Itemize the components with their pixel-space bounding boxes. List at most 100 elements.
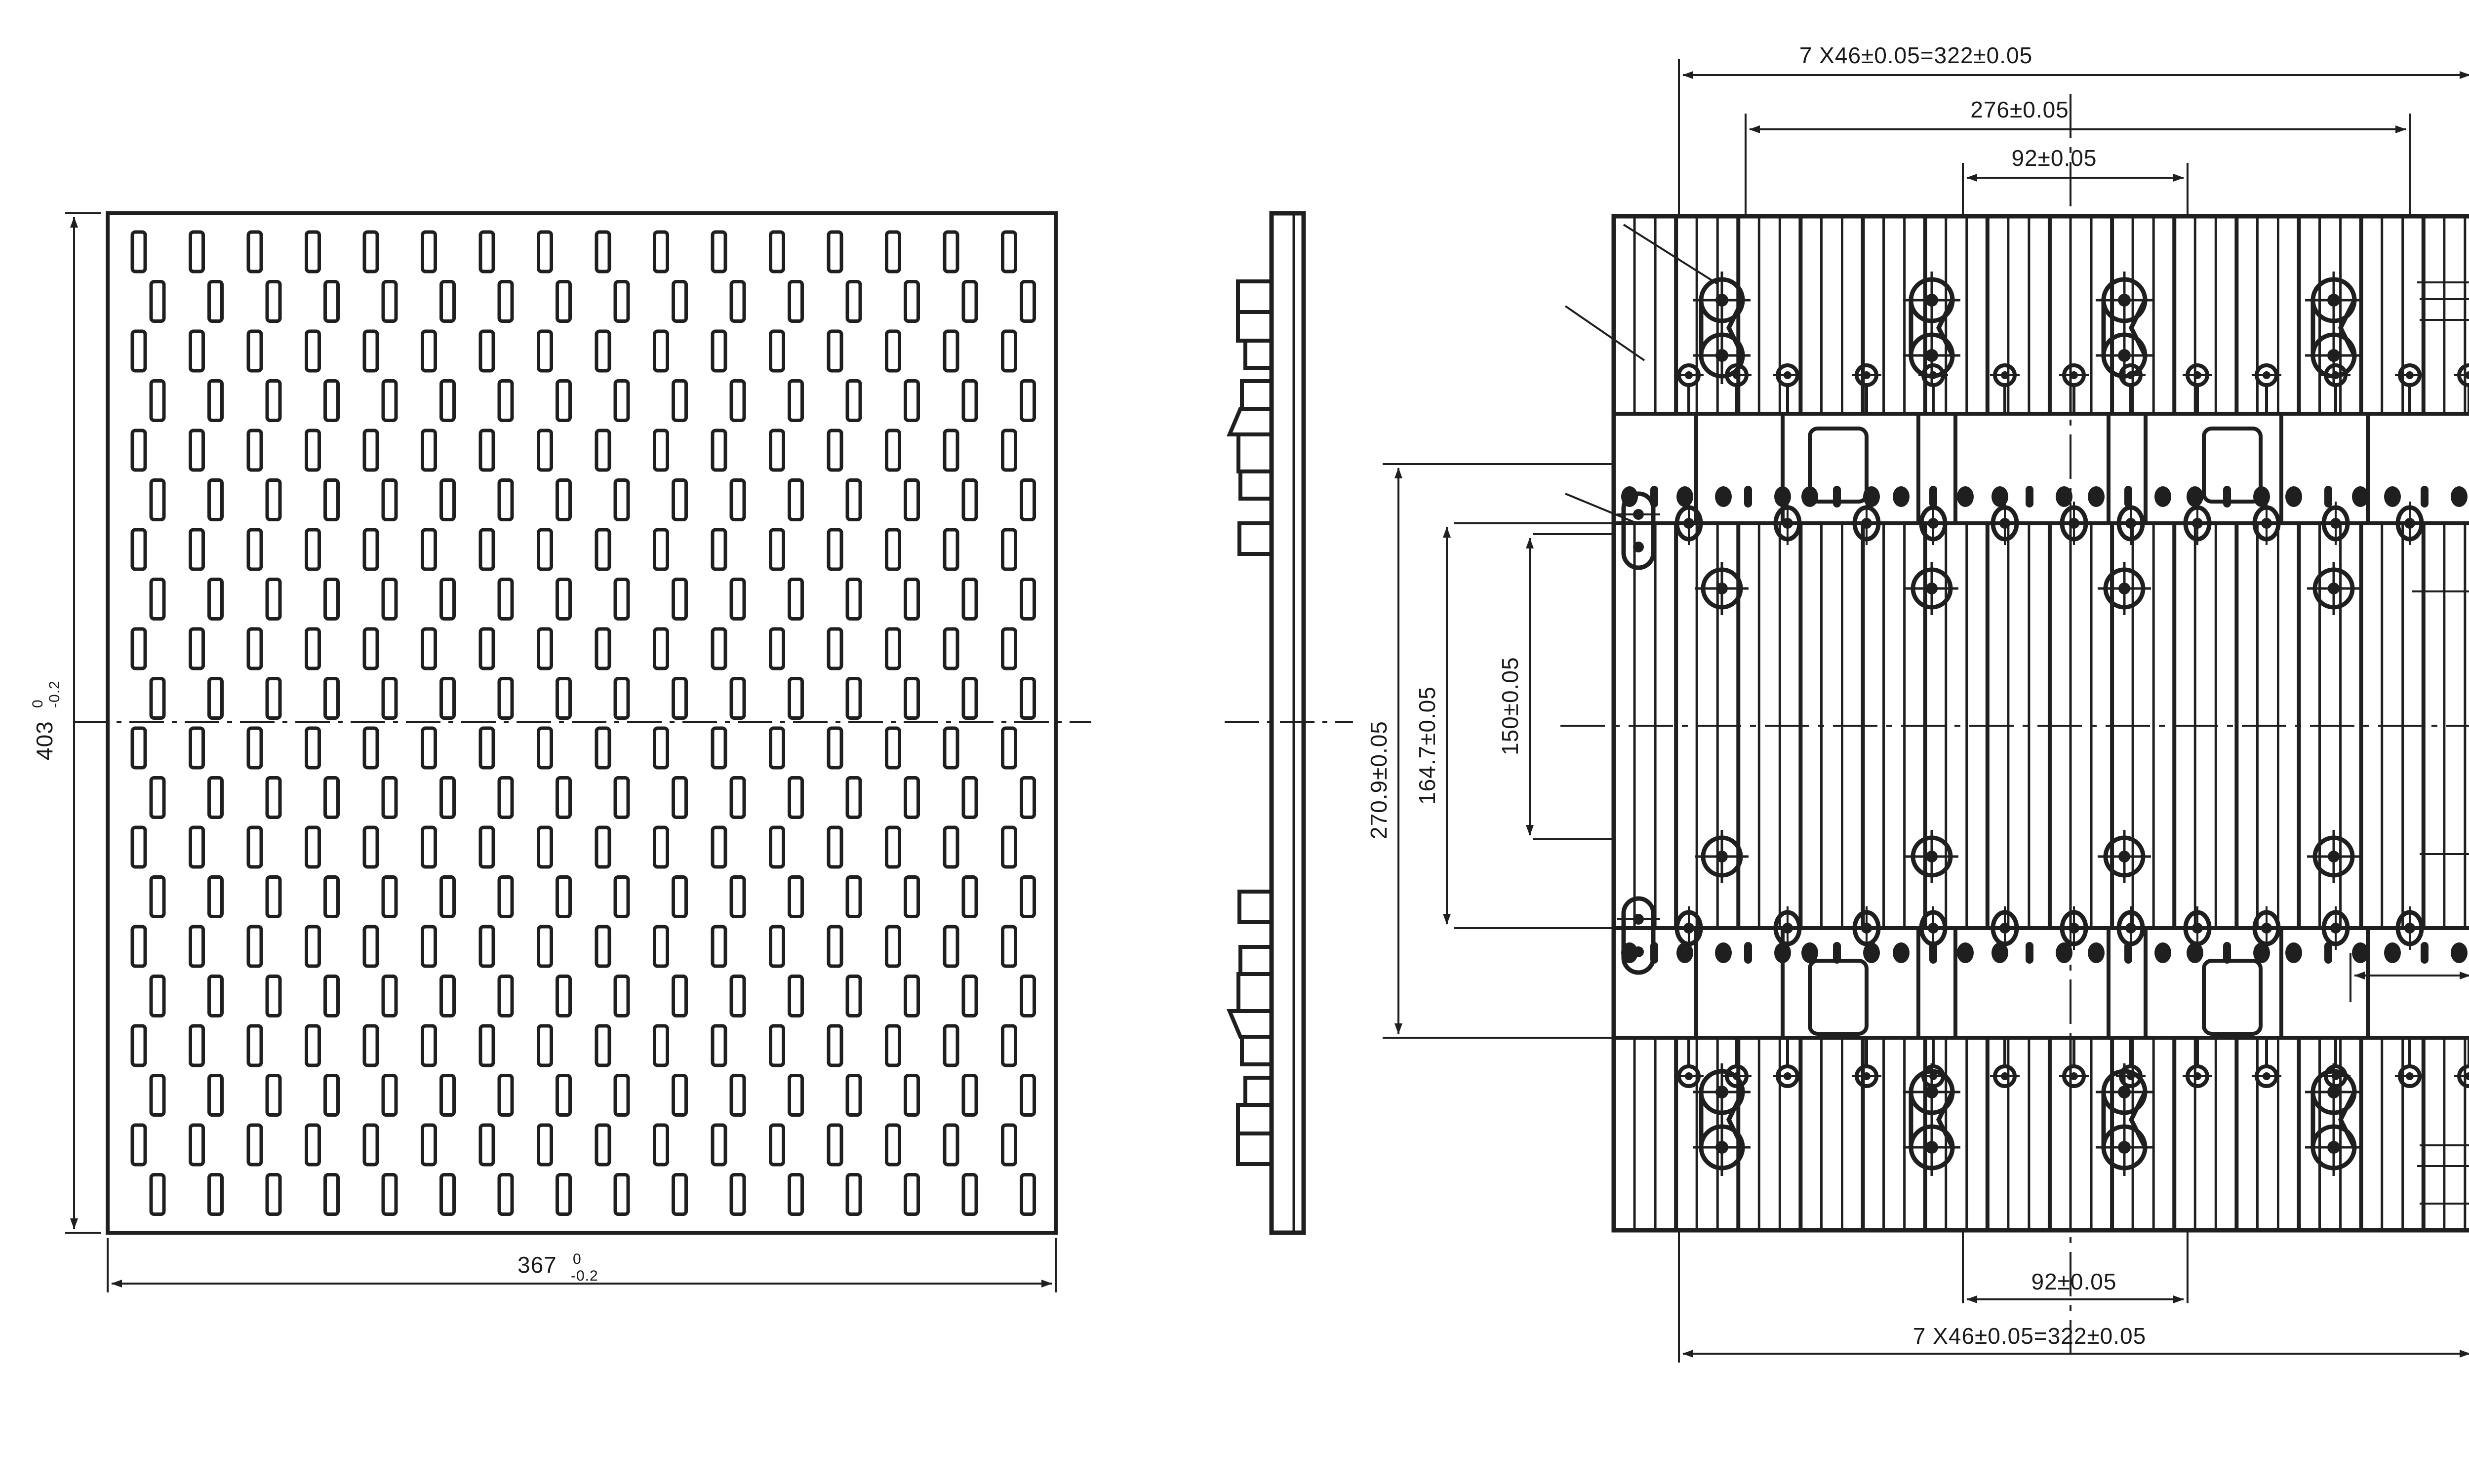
perforation-slot <box>130 230 147 273</box>
perforation-slot <box>729 776 746 819</box>
perforation-slot <box>711 627 727 670</box>
perforation-slot <box>556 975 572 1017</box>
stem-hole <box>2059 1038 2089 1088</box>
perforation-slot <box>189 1123 205 1167</box>
perforation-slot <box>961 677 978 720</box>
perforation-slot <box>439 1074 456 1117</box>
perforation-slot <box>1020 478 1036 521</box>
rear-bottom-dimensions <box>1678 1230 2469 1363</box>
perforation-slot <box>885 528 901 571</box>
perforation-slot <box>265 478 282 521</box>
perforation-slot <box>672 1173 688 1216</box>
perforation-slot <box>827 429 843 472</box>
band-slot <box>1929 942 1937 964</box>
perforation-slot <box>439 1173 456 1216</box>
perforation-slot <box>943 627 959 670</box>
band-hole <box>2384 942 2401 963</box>
perforation-slot <box>1020 975 1036 1017</box>
perforation-slot <box>537 925 553 968</box>
perforation-slot <box>323 975 340 1017</box>
perforation-slot <box>537 429 553 472</box>
perforation-slot <box>130 825 147 869</box>
perforation-slot <box>672 280 688 323</box>
perforation-slot <box>1001 726 1017 770</box>
perforation-slot <box>827 1024 843 1067</box>
crosshair-hole <box>1695 830 1749 883</box>
perforation-slot <box>421 925 437 968</box>
perforation-slot <box>711 429 727 472</box>
band-hole <box>2056 942 2072 963</box>
perforation-slot <box>265 280 282 323</box>
perforation-slot <box>595 726 611 770</box>
band-ring-hole <box>2180 906 2215 950</box>
perforation-slot <box>246 329 263 373</box>
perforation-slot <box>904 478 920 521</box>
perforation-slot <box>672 677 688 720</box>
rear-left-dimensions <box>1383 463 1615 1039</box>
perforation-slot <box>711 825 727 869</box>
perforation-slot <box>362 1123 379 1167</box>
band-hole <box>2352 942 2369 963</box>
band-slot <box>1744 486 1752 508</box>
perforation-slot <box>537 230 553 273</box>
band-ring-hole <box>1849 906 1884 950</box>
perforation-slot <box>246 230 263 273</box>
perforation-slot <box>537 627 553 670</box>
perforation-slot <box>439 975 456 1017</box>
perforation-slot <box>845 1074 862 1117</box>
perforation-slot <box>613 478 630 521</box>
perforation-slot <box>381 1173 398 1216</box>
perforation-slot <box>478 1024 495 1067</box>
band-hole-rows <box>1621 486 2468 964</box>
crosshair-hole <box>2307 562 2360 615</box>
perforation-slot <box>885 825 901 869</box>
stem-hole <box>2116 1038 2146 1088</box>
perforation-slot <box>827 1123 843 1167</box>
perforation-slot <box>961 1173 978 1216</box>
perforation-slot <box>207 875 224 918</box>
dim-front-height-label: 403 0 -0.2 <box>30 680 63 760</box>
perforation-slot <box>672 578 688 621</box>
perforation-slot <box>788 975 804 1017</box>
square-cutout-bottom-right <box>2202 959 2263 1036</box>
perforation-slot <box>943 1024 959 1067</box>
perforation-slot <box>537 825 553 869</box>
perforation-slot <box>246 1024 263 1067</box>
perforation-slot <box>729 1074 746 1117</box>
perforation-slot <box>613 975 630 1017</box>
perforation-slot <box>130 528 147 571</box>
perforation-slot <box>827 925 843 968</box>
perforation-slot <box>149 478 166 521</box>
perforation-slot <box>305 1123 321 1167</box>
perforation-slot <box>130 627 147 670</box>
perforation-slot <box>1020 578 1036 621</box>
perforation-slot <box>439 379 456 422</box>
stem-hole <box>2395 1038 2425 1088</box>
perforation-slot <box>362 429 379 472</box>
perforation-slot <box>207 677 224 720</box>
band-hole <box>1957 486 1974 507</box>
band-ring-hole <box>2249 502 2284 545</box>
perforation-slot <box>1020 677 1036 720</box>
band-hole <box>2154 942 2171 963</box>
perforation-slot <box>189 726 205 770</box>
perforation-slot <box>323 280 340 323</box>
band-ring-hole <box>1849 502 1884 545</box>
dim-front-width-label: 367 0 -0.2 <box>518 1251 598 1284</box>
stem-hole <box>2252 363 2281 414</box>
perforation-slot <box>769 1123 785 1167</box>
band-hole <box>1715 486 1732 507</box>
perforation-slot <box>265 975 282 1017</box>
perforation-slot <box>189 825 205 869</box>
perforation-slot <box>323 1173 340 1216</box>
perforation-slot <box>381 776 398 819</box>
perforation-slot <box>769 230 785 273</box>
perforation-slot <box>439 776 456 819</box>
perforation-slot <box>885 329 901 373</box>
rear-view-group <box>1560 94 2469 1353</box>
perforation-slot <box>943 429 959 472</box>
band-hole <box>2088 942 2105 963</box>
stem-hole-group <box>1674 363 2469 1088</box>
perforation-slot <box>827 627 843 670</box>
